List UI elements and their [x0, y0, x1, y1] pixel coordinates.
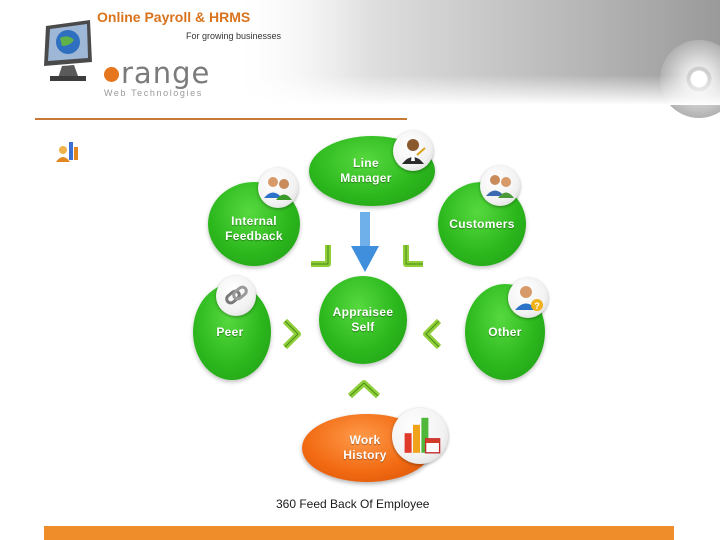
two-people-icon — [264, 177, 292, 200]
other-badge: ? — [508, 278, 548, 318]
node-other-label: Other — [488, 324, 522, 339]
node-internal-feedback-label: Internal Feedback — [225, 214, 283, 243]
node-appraisee-self-label: Appraisee Self — [332, 305, 394, 334]
customer-group-icon — [486, 175, 514, 198]
logo-subtitle: Web Technologies — [104, 88, 203, 98]
logo-o-mark-icon — [104, 67, 119, 82]
node-customers-label: Customers — [449, 216, 515, 231]
arrow-left-from-other — [423, 318, 442, 350]
arrow-corner-left — [311, 245, 331, 267]
person-question-icon: ? — [515, 286, 543, 311]
svg-text:?: ? — [534, 301, 540, 311]
customers-badge — [480, 166, 520, 206]
node-peer-label: Peer — [216, 324, 244, 339]
peer-badge — [216, 276, 256, 316]
link-chain-icon — [225, 285, 248, 305]
globe-monitor-icon — [44, 20, 92, 81]
manager-person-icon — [402, 139, 426, 164]
arrow-corner-right — [403, 245, 423, 267]
header-photo-collage — [230, 0, 720, 118]
bar-chart-calendar-icon — [404, 417, 441, 454]
footer-bar — [44, 526, 674, 540]
arrow-right-from-peer — [282, 318, 301, 350]
arrow-up-from-work-history — [347, 380, 381, 399]
node-work-history-label: Work History — [343, 433, 387, 462]
header-banner: Online Payroll & HRMS For growing busine… — [0, 0, 720, 118]
company-logo: range — [104, 58, 210, 88]
logo-wordmark: range — [121, 56, 211, 90]
person-chart-bullet-icon — [56, 142, 78, 162]
header-divider — [35, 118, 407, 120]
line-manager-badge — [393, 131, 433, 171]
app-tagline: For growing businesses — [186, 31, 282, 41]
internal-feedback-badge — [258, 168, 298, 208]
app-title: Online Payroll & HRMS — [97, 9, 251, 25]
node-appraisee-self: Appraisee Self — [319, 276, 407, 364]
arrow-down-from-line-manager — [351, 212, 379, 272]
node-line-manager-label: Line Manager — [340, 156, 392, 185]
work-history-badge — [392, 408, 448, 464]
diagram-caption: 360 Feed Back Of Employee — [276, 497, 430, 511]
